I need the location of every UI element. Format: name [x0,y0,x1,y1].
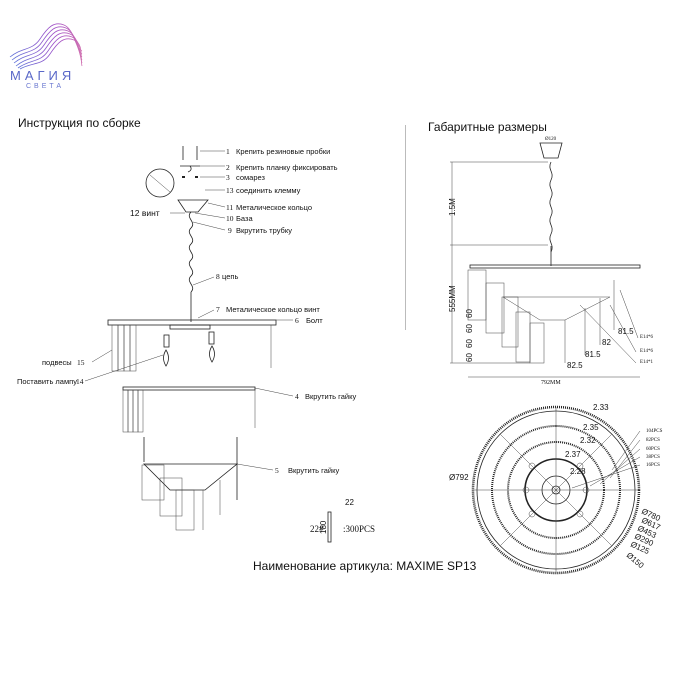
svg-text:81.5: 81.5 [618,327,634,336]
svg-text:555MM: 555MM [448,285,457,312]
svg-text:792MM: 792MM [541,380,561,386]
svg-text:Вкрутить гайку: Вкрутить гайку [305,392,356,401]
svg-text:15: 15 [77,358,85,367]
svg-text:7: 7 [216,305,220,314]
svg-text:22#: 22# [310,524,324,534]
svg-text:13: 13 [226,186,234,195]
logo-subtitle: СВЕТА [26,83,65,90]
svg-text:2.37: 2.37 [565,450,581,459]
callout-list: 1 Крепить резиновые пробки 2 Крепить планк… [17,147,375,534]
svg-text:22: 22 [345,498,354,507]
dimensions-heading: Габаритные размеры [428,120,547,134]
callout-6: 6 Болт [295,316,323,325]
svg-text:Поставить лампу: Поставить лампу [17,377,77,386]
svg-text:9: 9 [228,226,232,235]
callout-5: 5 Вкрутить гайку [275,466,339,475]
svg-text:5: 5 [275,466,279,475]
svg-text:Ø120: Ø120 [545,137,557,142]
svg-text:1.5M: 1.5M [448,198,457,216]
plan-diagram: 104PCS 82PCS 60PCS 38PCS 16PCS 2.33 2.35… [449,403,663,575]
svg-text:цепь: цепь [222,272,238,281]
brand-logo: МАГИЯ СВЕТА [4,20,88,96]
svg-text:60PCS: 60PCS [646,447,660,452]
callout-4: 4 Вкрутить гайку [295,392,356,401]
svg-text:3: 3 [226,173,230,182]
callout-15: подвесы 15 [42,358,85,367]
callout-2: 2 Крепить планку фиксировать [226,163,338,172]
assembly-diagram [84,146,332,543]
svg-text:Металическое кольцо винт: Металическое кольцо винт [226,305,320,314]
logo-wave-icon [9,23,83,70]
svg-text:2.28: 2.28 [570,467,586,476]
crystal-spec: 22 180 22# :300PCS [310,498,375,534]
svg-text:82.5: 82.5 [567,361,583,370]
svg-text:Металическое кольцо: Металическое кольцо [236,203,312,212]
svg-text:60: 60 [465,339,474,348]
svg-text:Крепить резиновые пробки: Крепить резиновые пробки [236,147,330,156]
svg-text:10: 10 [226,214,234,223]
divider [405,125,406,330]
svg-text:8: 8 [216,272,220,281]
svg-text:14: 14 [76,377,84,386]
logo-title: МАГИЯ [10,68,76,83]
elevation-diagram: Ø120 1.5M 555MM 60 60 60 60 81.5 82 81.5… [448,137,654,386]
svg-text:2.32: 2.32 [580,436,596,445]
svg-text::300PCS: :300PCS [343,524,375,534]
svg-text:E14*1: E14*1 [640,360,654,365]
svg-text:2: 2 [226,163,230,172]
callout-9: 9 Вкрутить трубку [228,226,292,235]
svg-text:6: 6 [295,316,299,325]
svg-text:82PCS: 82PCS [646,438,660,443]
svg-text:104PCS: 104PCS [646,429,663,434]
callout-12: 12 винт [130,208,160,218]
svg-text:E14*6: E14*6 [640,335,654,340]
svg-text:81.5: 81.5 [585,350,601,359]
svg-text:Болт: Болт [306,316,323,325]
svg-text:1: 1 [226,147,230,156]
svg-text:4: 4 [295,392,299,401]
article-name: Наименование артикула: MAXIME SP13 [253,559,477,573]
callout-1: 1 Крепить резиновые пробки [226,147,330,156]
svg-text:2.35: 2.35 [583,423,599,432]
svg-text:82: 82 [602,338,611,347]
svg-text:Вкрутить трубку: Вкрутить трубку [236,226,292,235]
svg-text:соединить клемму: соединить клемму [236,186,301,195]
svg-text:подвесы: подвесы [42,358,72,367]
svg-text:60: 60 [465,309,474,318]
svg-text:Вкрутить гайку: Вкрутить гайку [288,466,339,475]
svg-text:60: 60 [465,324,474,333]
svg-text:60: 60 [465,353,474,362]
svg-text:11: 11 [226,203,233,212]
svg-text:Крепить планку фиксировать: Крепить планку фиксировать [236,163,338,172]
assembly-heading: Инструкция по сборке [18,116,141,130]
svg-text:180: 180 [319,520,328,534]
svg-text:38PCS: 38PCS [646,455,660,460]
callout-7: 7 Металическое кольцо винт [216,305,320,314]
svg-text:E14*6: E14*6 [640,349,654,354]
svg-text:2.33: 2.33 [593,403,609,412]
svg-text:16PCS: 16PCS [646,463,660,468]
svg-text:База: База [236,214,253,223]
svg-text:Ø792: Ø792 [449,473,469,482]
callout-3: 3 сомарез [226,173,266,182]
svg-text:сомарез: сомарез [236,173,266,182]
